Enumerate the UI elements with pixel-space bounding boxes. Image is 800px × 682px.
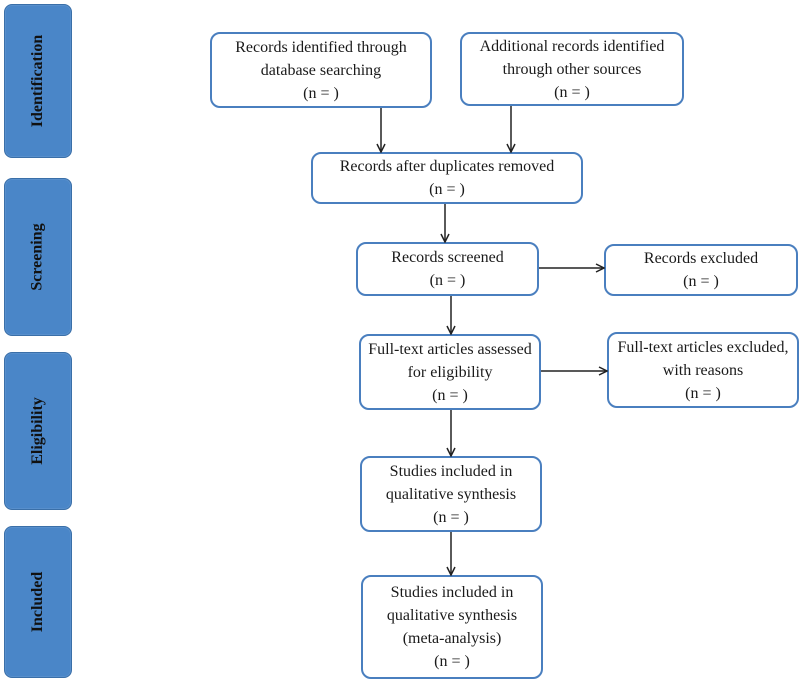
box-records-excluded-count: (n = ): [683, 273, 719, 290]
box-records-excluded-line1: Records excluded: [643, 250, 759, 267]
box-meta-analysis-line2: qualitative synthesis: [386, 607, 518, 624]
box-database-search: Records identified through database sear…: [210, 32, 432, 108]
box-other-sources-line2: through other sources: [502, 60, 642, 78]
box-fulltext-excluded-count: (n = ): [685, 384, 721, 402]
box-database-search-line1: Records identified through: [235, 38, 407, 56]
box-database-search-line2: database searching: [260, 61, 382, 79]
box-meta-analysis-line1: Studies included in: [390, 584, 514, 601]
box-fulltext-excluded-line2: with reasons: [662, 361, 744, 379]
box-qualitative-synthesis-count: (n = ): [433, 508, 469, 526]
box-meta-analysis-line3: (meta-analysis): [402, 630, 502, 647]
phase-screening: Screening: [4, 178, 72, 336]
box-database-search-count: (n = ): [303, 84, 339, 102]
phase-identification: Identification: [4, 4, 72, 158]
box-duplicates-removed-line1: Records after duplicates removed: [339, 158, 555, 175]
box-fulltext-assessed-line2: for eligibility: [407, 363, 493, 381]
box-other-sources: Additional records identified through ot…: [460, 32, 684, 106]
box-fulltext-assessed-line1: Full-text articles assessed: [368, 340, 532, 358]
box-other-sources-count: (n = ): [554, 83, 590, 101]
box-records-screened: Records screened (n = ): [356, 242, 539, 296]
box-fulltext-assessed: Full-text articles assessed for eligibil…: [359, 334, 541, 410]
box-other-sources-line1: Additional records identified: [479, 37, 665, 55]
box-records-excluded: Records excluded (n = ): [604, 244, 798, 296]
phase-included: Included: [4, 526, 72, 678]
box-qualitative-synthesis: Studies included in qualitative synthesi…: [360, 456, 542, 532]
box-meta-analysis-count: (n = ): [434, 653, 470, 670]
box-duplicates-removed: Records after duplicates removed (n = ): [311, 152, 583, 204]
box-records-screened-line1: Records screened: [391, 249, 504, 266]
box-fulltext-assessed-count: (n = ): [432, 386, 468, 404]
box-fulltext-excluded: Full-text articles excluded, with reason…: [607, 332, 799, 408]
phase-eligibility: Eligibility: [4, 352, 72, 510]
box-meta-analysis: Studies included in qualitative synthesi…: [361, 575, 543, 679]
box-records-screened-count: (n = ): [429, 272, 466, 289]
box-duplicates-removed-count: (n = ): [429, 181, 465, 198]
box-qualitative-synthesis-line1: Studies included in: [389, 462, 513, 480]
box-fulltext-excluded-line1: Full-text articles excluded,: [617, 338, 789, 356]
box-qualitative-synthesis-line2: qualitative synthesis: [385, 485, 517, 503]
